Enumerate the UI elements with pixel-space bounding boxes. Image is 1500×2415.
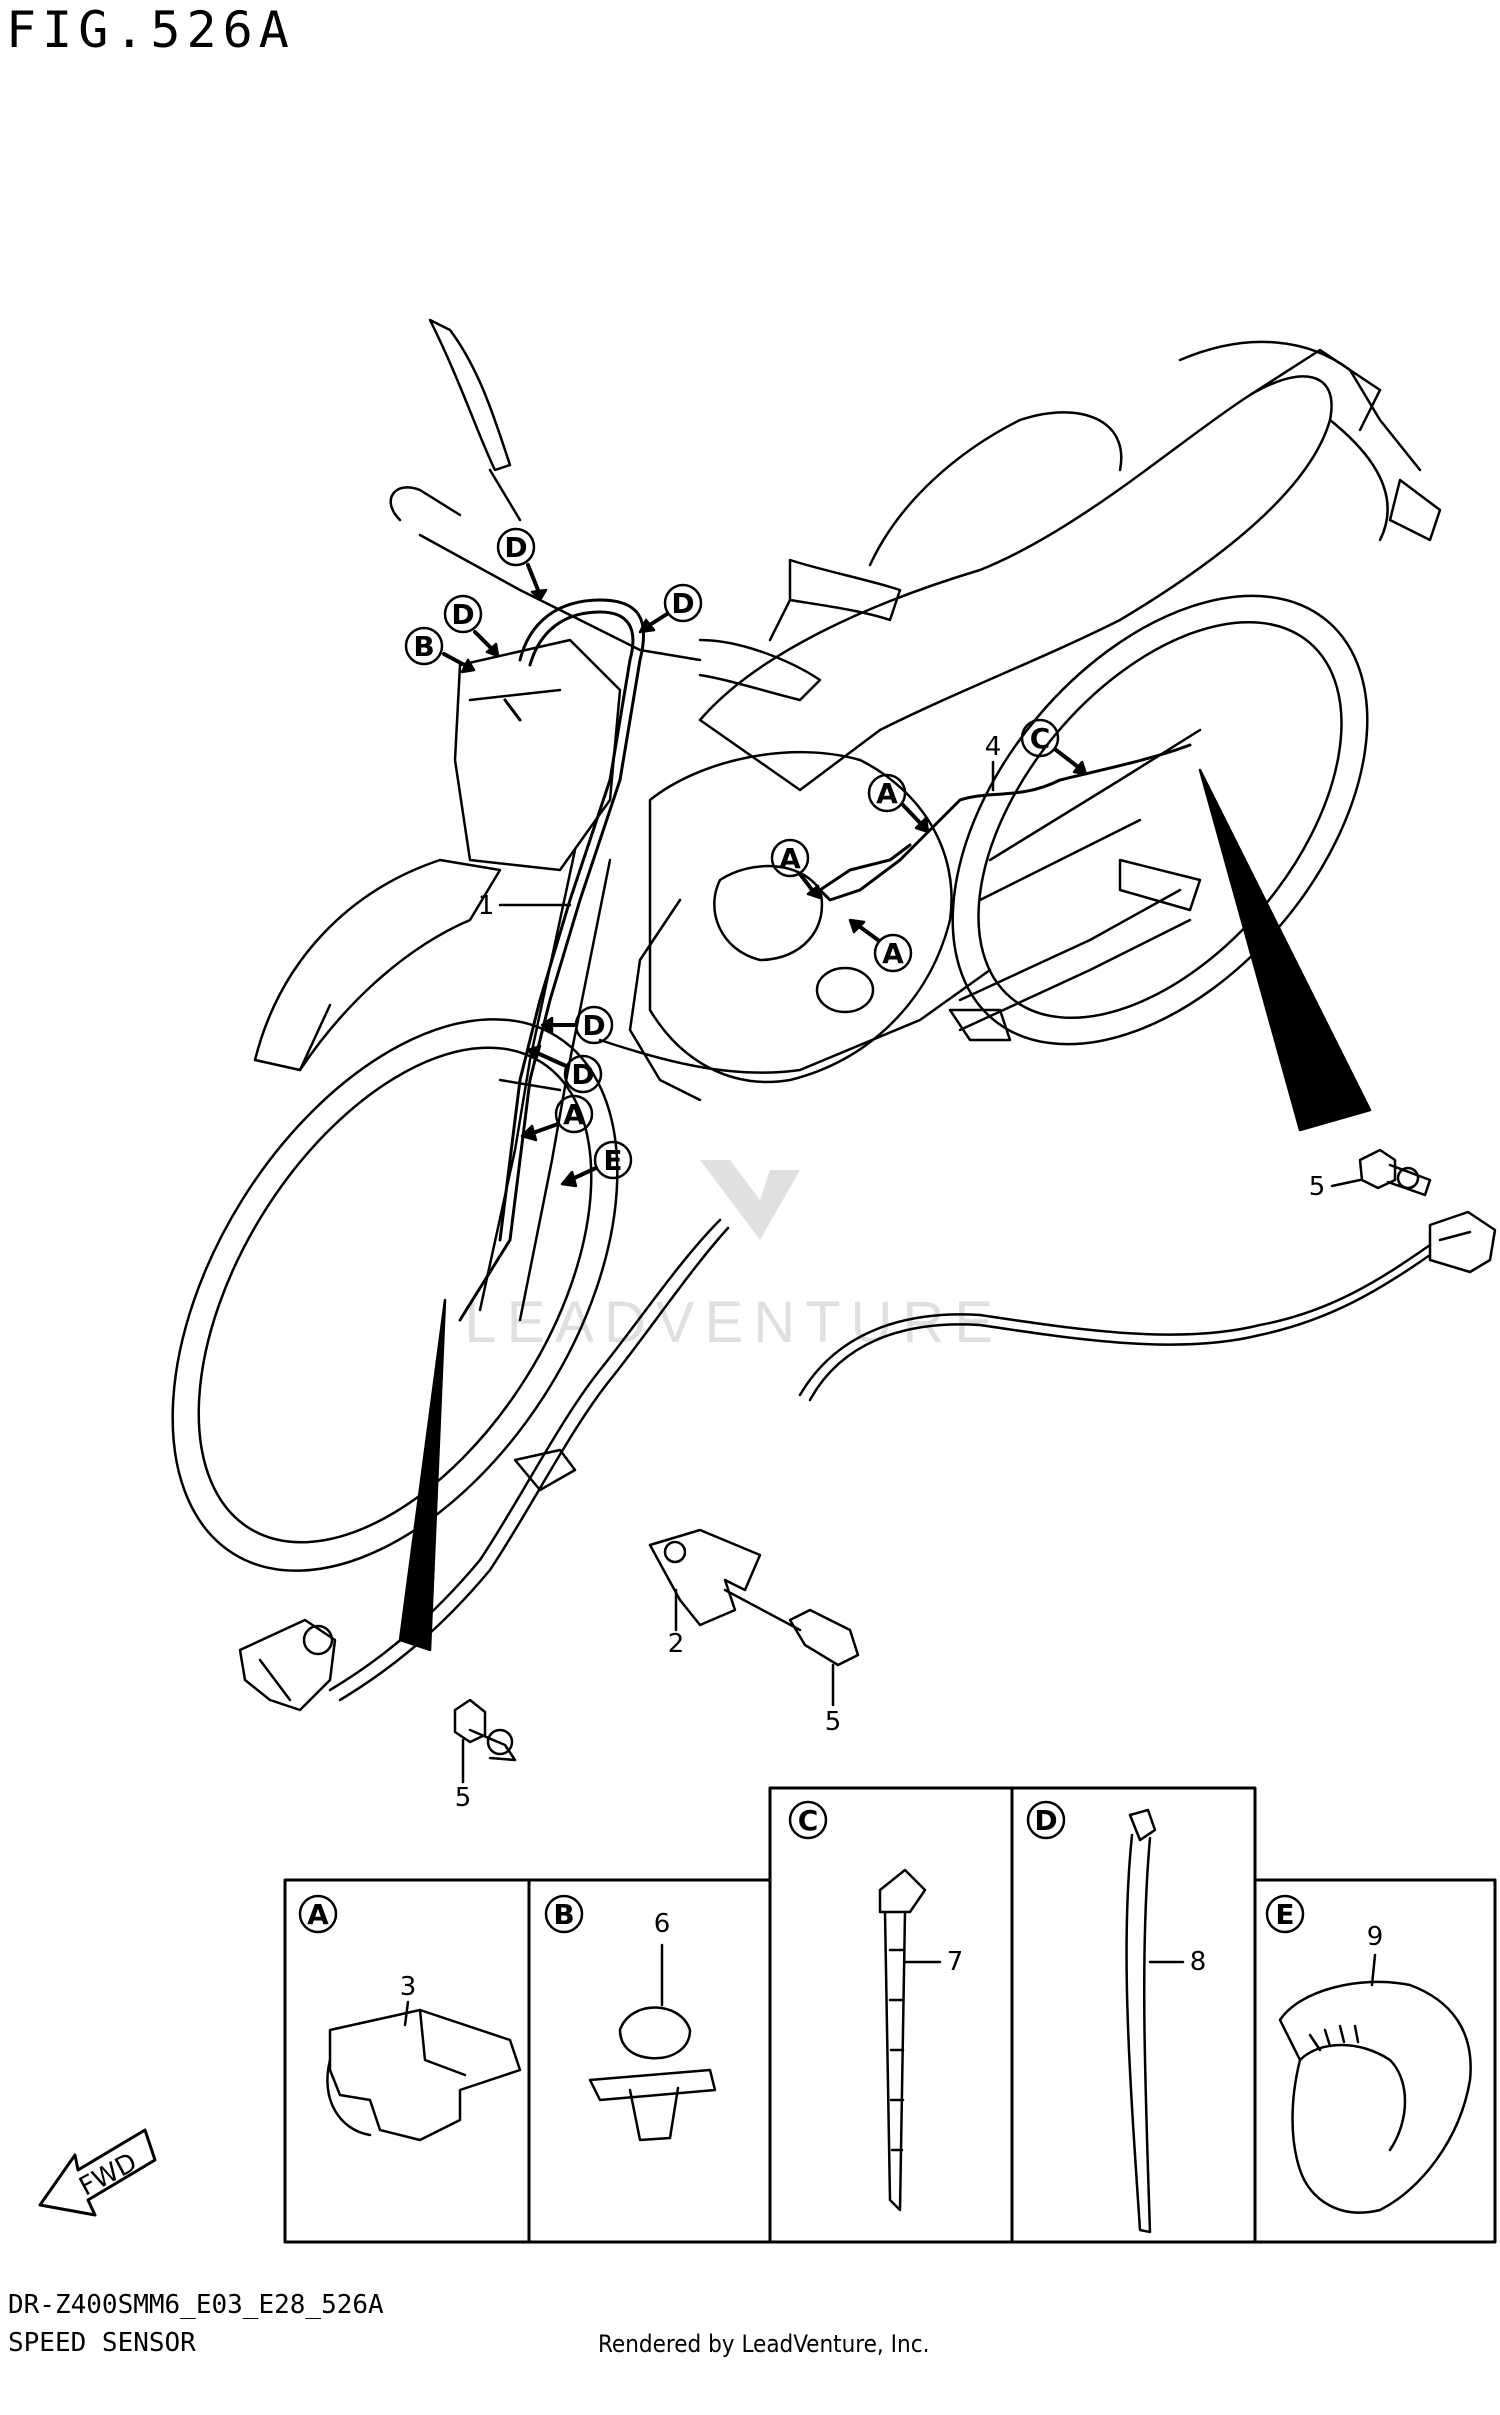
part-label-5-rear: 5: [1309, 1172, 1362, 1202]
part-label-1: 1: [478, 891, 572, 921]
part-label-6: 6: [654, 1909, 671, 1939]
callout-d-4: D: [540, 1005, 614, 1045]
svg-text:A: A: [882, 937, 904, 970]
svg-text:2: 2: [668, 1629, 685, 1659]
svg-text:D: D: [1034, 1804, 1057, 1837]
callout-a-4: A: [520, 1094, 594, 1142]
callout-d-2: D: [443, 594, 500, 658]
credit-text: Rendered by LeadVenture, Inc.: [598, 2330, 930, 2358]
svg-text:5: 5: [825, 1707, 842, 1737]
cable-tie-8: [1125, 1808, 1157, 2234]
sensor-bracket-2: [648, 1528, 762, 1627]
fwd-arrow-icon: FWD: [38, 2128, 157, 2217]
svg-text:B: B: [413, 630, 434, 663]
callout-e: E: [560, 1140, 633, 1188]
svg-text:D: D: [504, 531, 527, 564]
speed-sensor-harness-front: [458, 598, 646, 1322]
svg-text:A: A: [779, 842, 801, 875]
callout-d-1: D: [496, 527, 548, 602]
svg-text:5: 5: [455, 1783, 472, 1813]
detail-box-e: E 9: [1265, 1894, 1472, 2214]
svg-text:5: 5: [1309, 1172, 1326, 1202]
detail-box-a: A 3: [298, 1894, 522, 2142]
callout-d-3: D: [638, 583, 703, 634]
callout-a-3: A: [848, 918, 913, 973]
cable-tie-7: [878, 1868, 927, 2212]
svg-text:D: D: [571, 1058, 594, 1091]
leadventure-watermark: LEADVENTURE: [464, 1160, 1003, 1355]
watermark-text: LEADVENTURE: [464, 1290, 1003, 1355]
clamp-3: [326, 2008, 522, 2142]
svg-text:4: 4: [985, 732, 1002, 762]
svg-text:1: 1: [478, 891, 495, 921]
svg-text:E: E: [1275, 1898, 1294, 1931]
rear-speed-sensor: [798, 1210, 1497, 1402]
callout-b: B: [404, 626, 476, 674]
svg-text:B: B: [553, 1898, 574, 1931]
detail-box-b: B 6: [544, 1894, 717, 2142]
svg-text:A: A: [563, 1098, 585, 1131]
motorcycle-illustration: [171, 318, 1442, 1652]
front-speed-sensor: [238, 1218, 730, 1712]
bolt-5-rear: [1358, 1148, 1432, 1197]
detail-boxes: [283, 1786, 1497, 2244]
part-label-9: 9: [1367, 1922, 1384, 1952]
callout-c: C: [1020, 718, 1088, 776]
callout-a-2: A: [770, 838, 822, 900]
detail-box-c: C 7: [788, 1800, 964, 2212]
svg-text:A: A: [876, 777, 898, 810]
part-label-5-front: 5: [455, 1738, 472, 1813]
part-label-2: 2: [668, 1588, 685, 1659]
part-label-5-bracket: 5: [825, 1663, 842, 1737]
model-code: DR-Z400SMM6_E03_E28_526A: [8, 2290, 384, 2320]
figure-title: FIG.526A: [6, 1, 295, 59]
section-name: SPEED SENSOR: [8, 2328, 196, 2358]
clamp-9: [1278, 1980, 1472, 2214]
callout-d-5: D: [526, 1044, 603, 1094]
svg-text:D: D: [582, 1009, 605, 1042]
speed-sensor-harness-rear: [818, 743, 1192, 902]
svg-text:C: C: [1030, 722, 1051, 755]
detail-box-d: D 8: [1026, 1800, 1207, 2234]
part-label-7: 7: [947, 1947, 964, 1977]
svg-text:C: C: [798, 1804, 819, 1837]
svg-text:FWD: FWD: [74, 2147, 142, 2202]
part-label-8: 8: [1190, 1947, 1207, 1977]
svg-text:E: E: [603, 1144, 622, 1177]
part-label-4: 4: [985, 732, 1002, 792]
bolt-5-front: [453, 1698, 517, 1762]
svg-text:A: A: [307, 1898, 329, 1931]
callout-a-1: A: [867, 773, 930, 834]
bolt-5-bracket: [723, 1588, 860, 1667]
svg-text:D: D: [671, 587, 694, 620]
part-label-3: 3: [400, 1972, 417, 2002]
svg-text:D: D: [451, 598, 474, 631]
clip-6: [588, 2006, 717, 2142]
